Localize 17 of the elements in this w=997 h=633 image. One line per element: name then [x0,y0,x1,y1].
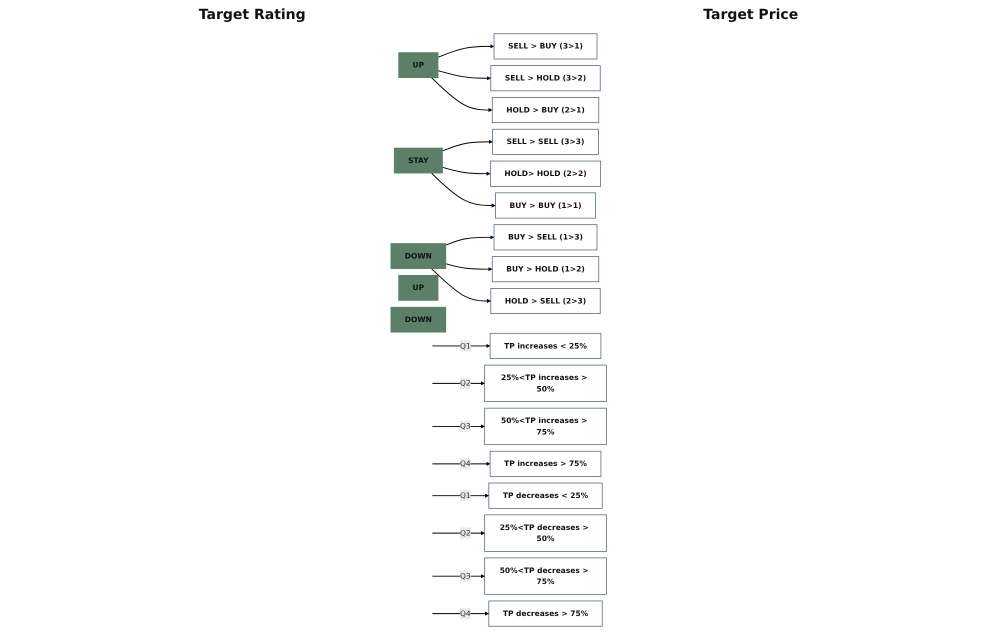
arrow [432,462,490,466]
arrow [445,235,494,246]
arrow [432,494,489,498]
arrow [432,612,489,616]
column-heading: Target Rating [198,7,306,23]
arrow [442,140,493,152]
column-heading: Target Price [703,7,798,23]
arrow [432,574,485,578]
arrow [431,268,491,304]
arrow [442,166,490,176]
arrow [431,77,492,112]
arrow [432,424,485,428]
arrow [438,70,491,80]
arrow [432,344,490,348]
arrow [431,172,496,208]
arrow [445,263,492,272]
arrow [438,44,494,58]
